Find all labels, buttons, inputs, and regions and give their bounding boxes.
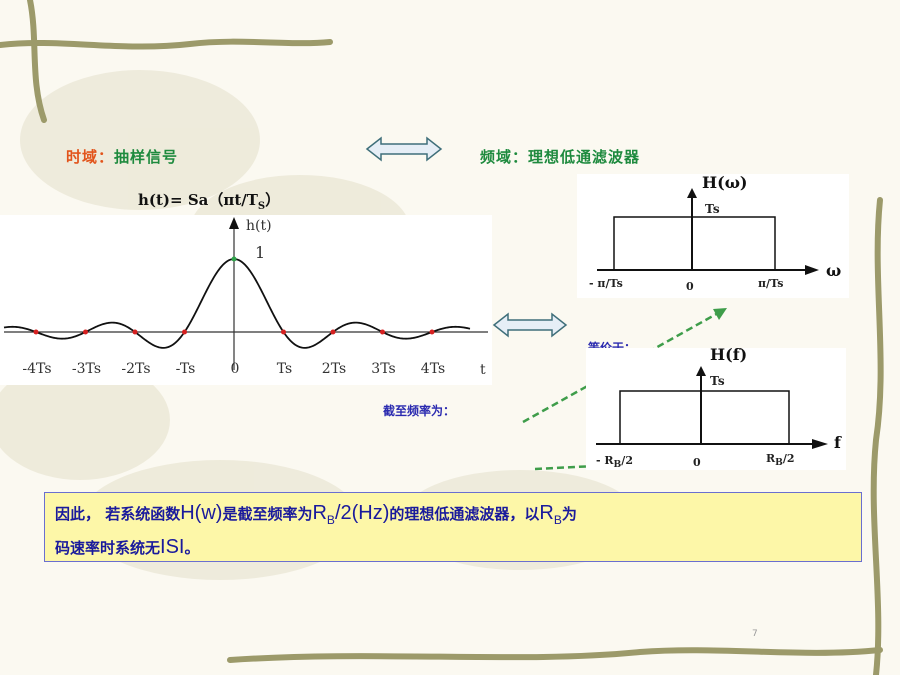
zero-crossing-point [83, 329, 88, 335]
h-f-right: RB/2 [766, 452, 795, 469]
zero-crossing-point [380, 329, 385, 335]
h-f-title: H(f) [710, 345, 748, 364]
f-axis-label: f [834, 433, 841, 452]
peak-point [231, 256, 237, 262]
h-f-left: - RB/2 [596, 454, 633, 471]
sinc-curve [3, 258, 471, 349]
t-axis-label: t [480, 362, 486, 378]
zero-crossing-point [132, 329, 138, 335]
h-omega-right: π/Ts [758, 277, 784, 290]
conclusion-box: 因此， 若系统函数H(w)是截至频率为RB/2(Hz)的理想低通滤波器，以RB为… [44, 492, 862, 562]
tick-label: 4Ts [420, 361, 446, 377]
cutoff-label: 截至频率为： [383, 404, 456, 418]
h-omega-plot [597, 188, 819, 275]
h-omega-zero: 0 [686, 280, 694, 293]
time-plot-panel [0, 215, 492, 385]
h-omega-height: Ts [705, 202, 720, 216]
tick-label: -4Ts [22, 361, 52, 377]
zero-crossing-point [281, 329, 286, 335]
freq-domain-label: 频域：理想低通滤波器 [480, 148, 641, 166]
tick-label: 2Ts [321, 361, 347, 377]
double-arrow-icon [365, 136, 443, 162]
h-omega-title: H(ω) [702, 173, 748, 192]
zero-crossing-point [182, 329, 187, 335]
omega-axis-label: ω [826, 261, 842, 280]
zero-crossing-point [33, 329, 39, 335]
zero-crossing-point [330, 329, 336, 335]
page-number: 7 [752, 629, 758, 639]
h-omega-left: - π/Ts [589, 277, 623, 290]
tick-label: -Ts [175, 361, 196, 377]
tick-label: 0 [230, 361, 240, 377]
tick-label: -3Ts [71, 361, 102, 377]
zero-crossing-point [429, 329, 435, 335]
h-f-height: Ts [710, 374, 725, 388]
time-domain-label: 时域：抽样信号 [66, 148, 179, 166]
tick-label: 3Ts [371, 361, 396, 377]
time-plot [3, 217, 488, 370]
tick-label: Ts [276, 361, 293, 377]
double-arrow-icon [492, 312, 568, 338]
peak-label: 1 [255, 243, 266, 262]
ht-axis-label: h(t) [246, 218, 272, 234]
h-f-panel [586, 348, 846, 470]
h-f-plot [596, 366, 828, 449]
h-f-zero: 0 [693, 456, 701, 469]
tick-label: -2Ts [121, 361, 151, 377]
h-omega-panel [577, 174, 849, 298]
sa-formula: h(t)= Sa（πt/TS） [138, 191, 281, 212]
